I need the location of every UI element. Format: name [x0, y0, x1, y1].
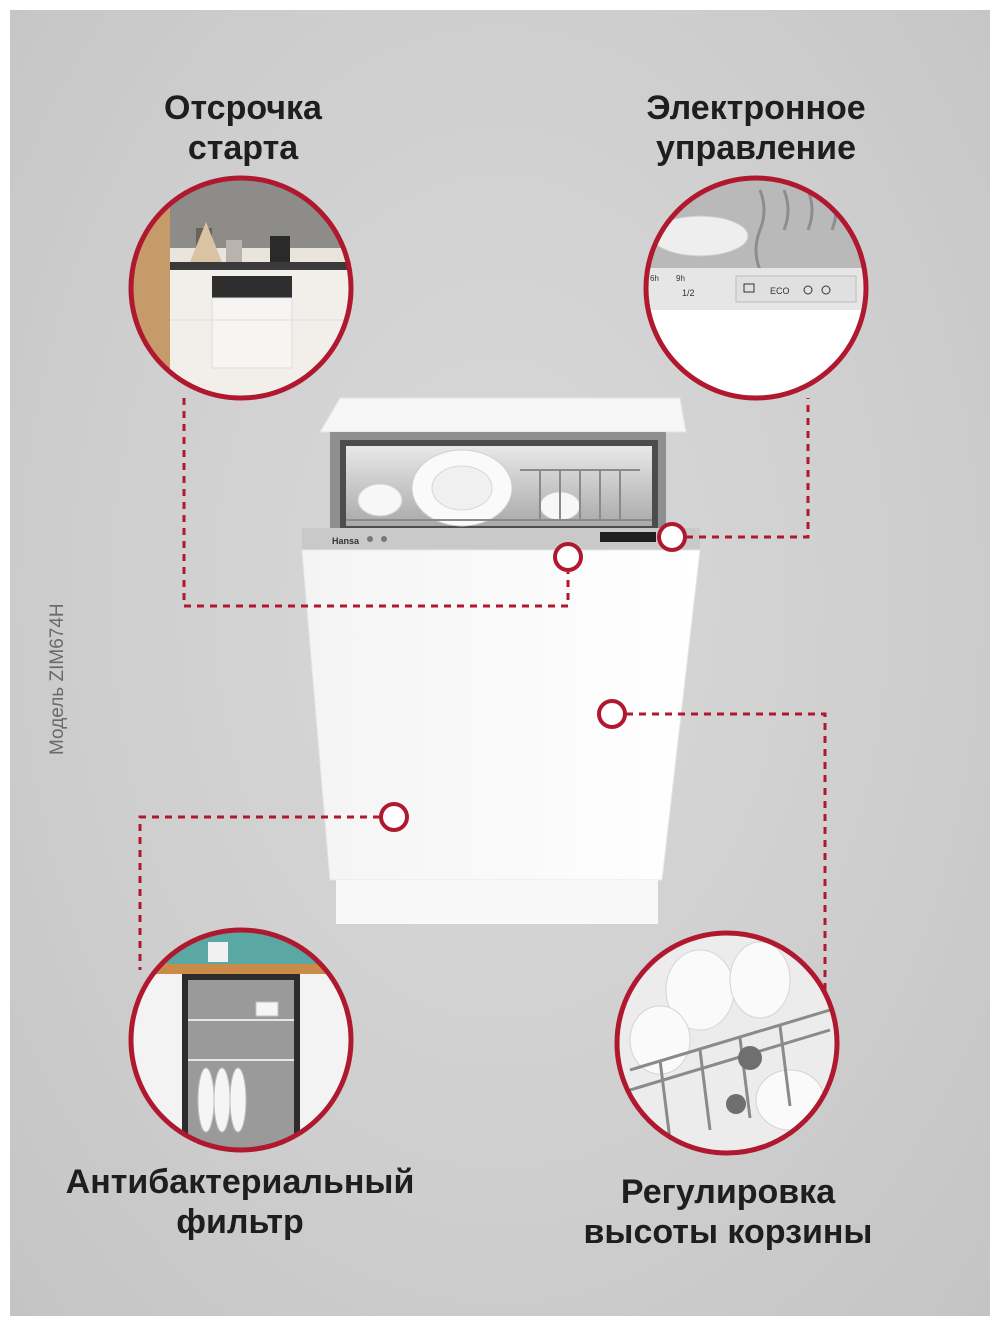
feature-title-delay-start: Отсрочка старта: [164, 89, 322, 167]
brand-label: Hansa: [332, 536, 360, 546]
eco-label: ECO: [770, 286, 790, 296]
dishwasher-image: Hansa: [301, 397, 701, 924]
hour-9h: 9h: [676, 274, 685, 283]
model-label: Модель ZIM674H: [47, 603, 68, 755]
feature-title-electronic-control: Электронное управление: [646, 89, 866, 167]
hotspot-delay-start[interactable]: [553, 542, 583, 572]
connector-lines: [138, 398, 827, 990]
feature-title-antibacterial-filter: Антибактериальный фильтр: [65, 1163, 415, 1241]
half-load-label: 1/2: [682, 288, 695, 298]
hour-6h: 6h: [650, 274, 659, 283]
hotspot-electronic-control[interactable]: [657, 522, 687, 552]
hotspot-basket-height[interactable]: [597, 699, 627, 729]
control-panel-photo: ECO 1/2 6h 9h: [646, 178, 866, 398]
hotspot-antibacterial-filter[interactable]: [379, 802, 409, 832]
feature-title-basket-height: Регулировка высоты корзины: [583, 1173, 873, 1251]
basket-height-photo: [617, 933, 837, 1153]
